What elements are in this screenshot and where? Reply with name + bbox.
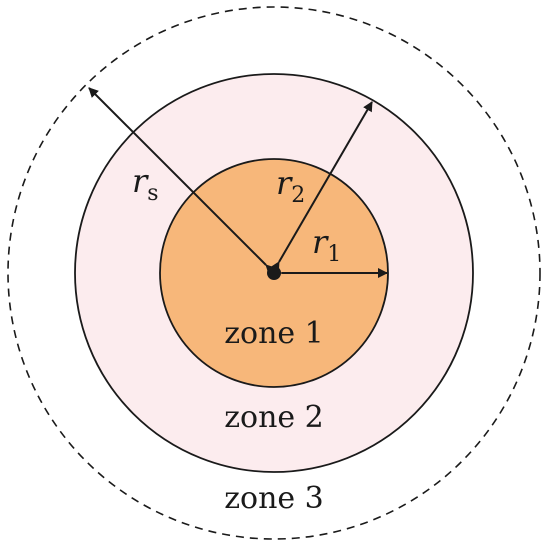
radius-s-arrow xyxy=(88,87,276,275)
radius-1-label: r1 xyxy=(312,223,341,267)
zone-1-label: zone 1 xyxy=(224,316,324,351)
zone-2-label: zone 2 xyxy=(224,400,324,435)
radius-s-label: rs xyxy=(132,162,159,206)
radius-2-label: r2 xyxy=(276,164,305,208)
radius-2-arrow xyxy=(270,101,373,273)
zone-3-label: zone 3 xyxy=(224,481,324,516)
center-point xyxy=(267,266,281,280)
